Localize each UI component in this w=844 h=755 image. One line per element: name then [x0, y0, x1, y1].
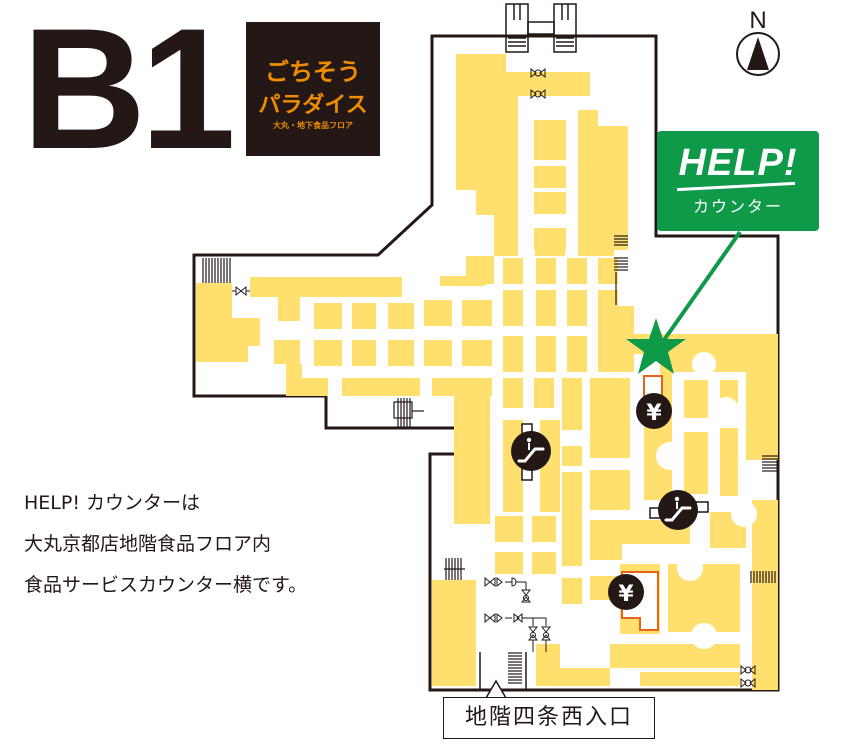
stairs-icon: [762, 455, 778, 472]
restroom-icon: [232, 285, 250, 297]
entrance-pointer: [485, 679, 507, 699]
gochisou-paradise-logo: ごちそう パラダイス 大丸・地下食品フロア: [246, 22, 380, 156]
stairs-icon: [202, 258, 231, 283]
stairs-icon: [614, 235, 628, 305]
help-counter-description: HELP! カウンターは 大丸京都店地階食品フロア内 食品サービスカウンター横で…: [24, 483, 307, 606]
description-line-1: HELP! カウンターは: [24, 492, 200, 514]
description-line-2: 大丸京都店地階食品フロア内: [24, 533, 272, 555]
help-badge-subtitle: カウンター: [692, 197, 783, 216]
stairs-icon: [750, 571, 776, 583]
help-pointer-line: [662, 230, 742, 342]
stairs-icon: [393, 398, 424, 428]
restroom-icon: [530, 67, 546, 100]
atm-icon: ¥: [636, 393, 672, 429]
atm-icon: ¥: [608, 574, 644, 610]
help-counter-badge[interactable]: HELP! カウンター: [657, 131, 819, 231]
stairs-icon: [505, 3, 577, 53]
entrance-doorway: [479, 652, 527, 690]
entrance-label: 地階四条西入口: [443, 697, 655, 739]
compass-north-label: N: [749, 7, 766, 34]
stairs-icon: [508, 652, 522, 684]
logo-title-line2: パラダイス: [258, 92, 367, 118]
plaza-circles: [656, 352, 757, 649]
description-line-3: 食品サービスカウンター横です。: [24, 574, 308, 596]
help-badge-title: HELP!: [678, 142, 798, 184]
star-icon[interactable]: [626, 318, 686, 374]
svg-text:¥: ¥: [646, 401, 662, 426]
logo-subtitle: 大丸・地下食品フロア: [273, 120, 353, 130]
escalator-icon: [511, 423, 551, 481]
floor-label: B1: [22, 0, 236, 185]
restroom-icon: [484, 576, 552, 652]
escalator-icon: [649, 490, 709, 530]
svg-text:¥: ¥: [618, 582, 634, 607]
compass: N: [728, 4, 788, 80]
restroom-icon: [740, 664, 756, 689]
stairs-icon: [444, 558, 465, 580]
logo-title-line1: ごちそう: [265, 58, 361, 86]
north-arrow-icon: [736, 32, 780, 76]
